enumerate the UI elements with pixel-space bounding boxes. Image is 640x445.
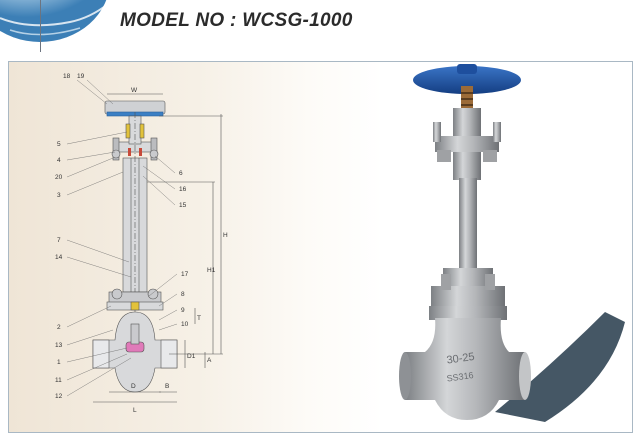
dim-w-label: W [131, 87, 138, 94]
part-label: 16 [179, 186, 187, 193]
part-label: 2 [57, 324, 61, 331]
dim-t-label: T [197, 315, 201, 322]
part-label: 10 [181, 321, 189, 328]
part-label: 6 [179, 170, 183, 177]
dim-a-label: A [207, 357, 212, 364]
dim-d-label: D [131, 383, 136, 390]
dim-b-label: B [165, 383, 169, 390]
valve-photo: 30-25 SS316 [399, 64, 625, 422]
dim-l-label: L [133, 407, 137, 414]
part-label: 15 [179, 202, 187, 209]
part-label: 18 [63, 73, 71, 80]
part-label: 19 [77, 73, 85, 80]
part-label: 5 [57, 141, 61, 148]
body-marking: SS316 [446, 370, 474, 384]
part-label: 3 [57, 192, 61, 199]
dim-h-label: H [223, 232, 228, 239]
model-title: MODEL NO : WCSG-1000 [120, 10, 353, 31]
part-label: 13 [55, 342, 63, 349]
part-label: 1 [57, 359, 61, 366]
part-label: 12 [55, 393, 63, 400]
part-label: 9 [181, 307, 185, 314]
part-label: 4 [57, 157, 61, 164]
part-label: 17 [181, 271, 189, 278]
dim-h1-label: H1 [207, 267, 216, 274]
part-label: 14 [55, 254, 63, 261]
globe-graphic [0, 0, 109, 42]
dim-d1-label: D1 [187, 353, 196, 360]
part-label: 8 [181, 291, 185, 298]
part-label: 20 [55, 174, 63, 181]
body-marking: 30-25 [446, 351, 476, 367]
header-divider [40, 0, 41, 52]
handwheel [413, 66, 521, 94]
part-label: 11 [55, 377, 62, 384]
part-label: 7 [57, 237, 61, 244]
valve-technical-drawing: 18 19 5 4 20 3 6 16 15 7 14 17 8 9 10 2 … [55, 73, 228, 414]
product-panel: 18 19 5 4 20 3 6 16 15 7 14 17 8 9 10 2 … [8, 61, 633, 433]
